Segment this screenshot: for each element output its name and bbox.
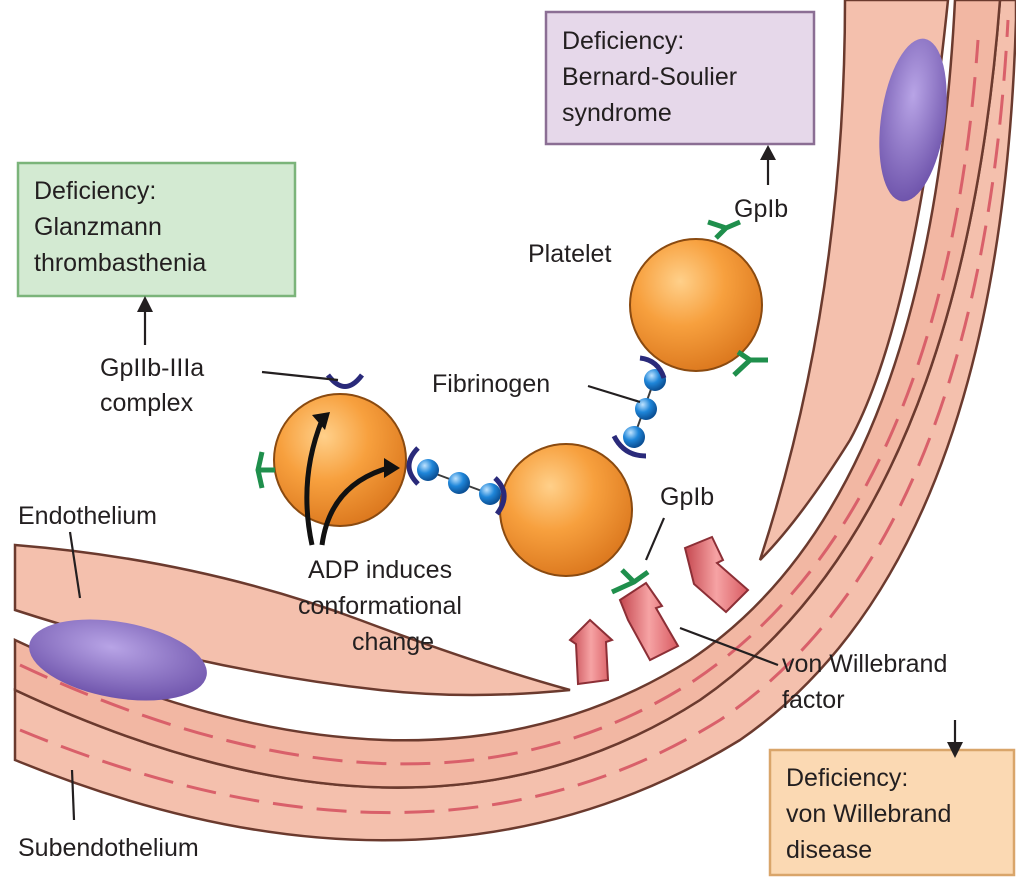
arrow-to-glanzmann-head (137, 296, 153, 312)
fibrinogen-bead (448, 472, 470, 494)
fibrinogen-bead (479, 483, 501, 505)
fibrinogen-bead (417, 459, 439, 481)
vwf-label-line-1: von Willebrand (782, 650, 947, 678)
bernard-line-2: Bernard-Soulier (562, 63, 737, 91)
vwf-arrow (570, 620, 612, 684)
adp-label-line-3: change (352, 628, 434, 656)
gp1b-label-middle: GpIb (660, 483, 714, 511)
adp-label-line-1: ADP induces (308, 556, 452, 584)
gp1b-label-top: GpIb (734, 195, 788, 223)
gp1b-receptor (708, 222, 740, 238)
fibrinogen-label: Fibrinogen (432, 370, 550, 398)
subendothelium-label: Subendothelium (18, 834, 199, 862)
gp2b3a-receptor (328, 375, 362, 387)
vwf-arrow (685, 537, 748, 612)
leader-gp1b-mid (646, 518, 664, 560)
gp2b3a-label-line-2: complex (100, 389, 194, 417)
platelet-left (258, 375, 418, 545)
bernard-line-3: syndrome (562, 99, 672, 127)
vwd-box: Deficiency: von Willebrand disease (770, 750, 1014, 875)
arrow-to-bernard-head (760, 145, 776, 160)
leader-fibrinogen (588, 386, 640, 402)
platelet-middle (495, 436, 648, 592)
gp1b-receptor (734, 352, 768, 375)
glanzmann-box: Deficiency: Glanzmann thrombasthenia (18, 163, 295, 296)
leader-gp2b3a (262, 372, 338, 380)
fibrinogen-chain-vertical (623, 369, 666, 448)
adp-label-line-2: conformational (298, 592, 462, 620)
vwf-label-line-2: factor (782, 686, 845, 714)
glanzmann-line-3: thrombasthenia (34, 249, 206, 277)
bernard-line-1: Deficiency: (562, 27, 684, 55)
platelet-label: Platelet (528, 240, 611, 268)
vwd-line-2: von Willebrand (786, 800, 951, 828)
gp2b3a-receptor (409, 448, 418, 484)
gp2b3a-label-line-1: GpIIb-IIIa (100, 354, 204, 382)
vessel-wall (15, 0, 1016, 840)
vwf-arrow (620, 583, 678, 660)
glanzmann-line-1: Deficiency: (34, 177, 156, 205)
endothelium-label: Endothelium (18, 502, 157, 530)
vwd-line-1: Deficiency: (786, 764, 908, 792)
fibrinogen-chain-horizontal (417, 459, 501, 505)
glanzmann-line-2: Glanzmann (34, 213, 162, 241)
platelet-top (630, 222, 768, 378)
vwd-line-3: disease (786, 836, 872, 864)
gp1b-receptor (258, 452, 275, 488)
bernard-soulier-box: Deficiency: Bernard-Soulier syndrome (546, 12, 814, 144)
fibrinogen-bead (623, 426, 645, 448)
